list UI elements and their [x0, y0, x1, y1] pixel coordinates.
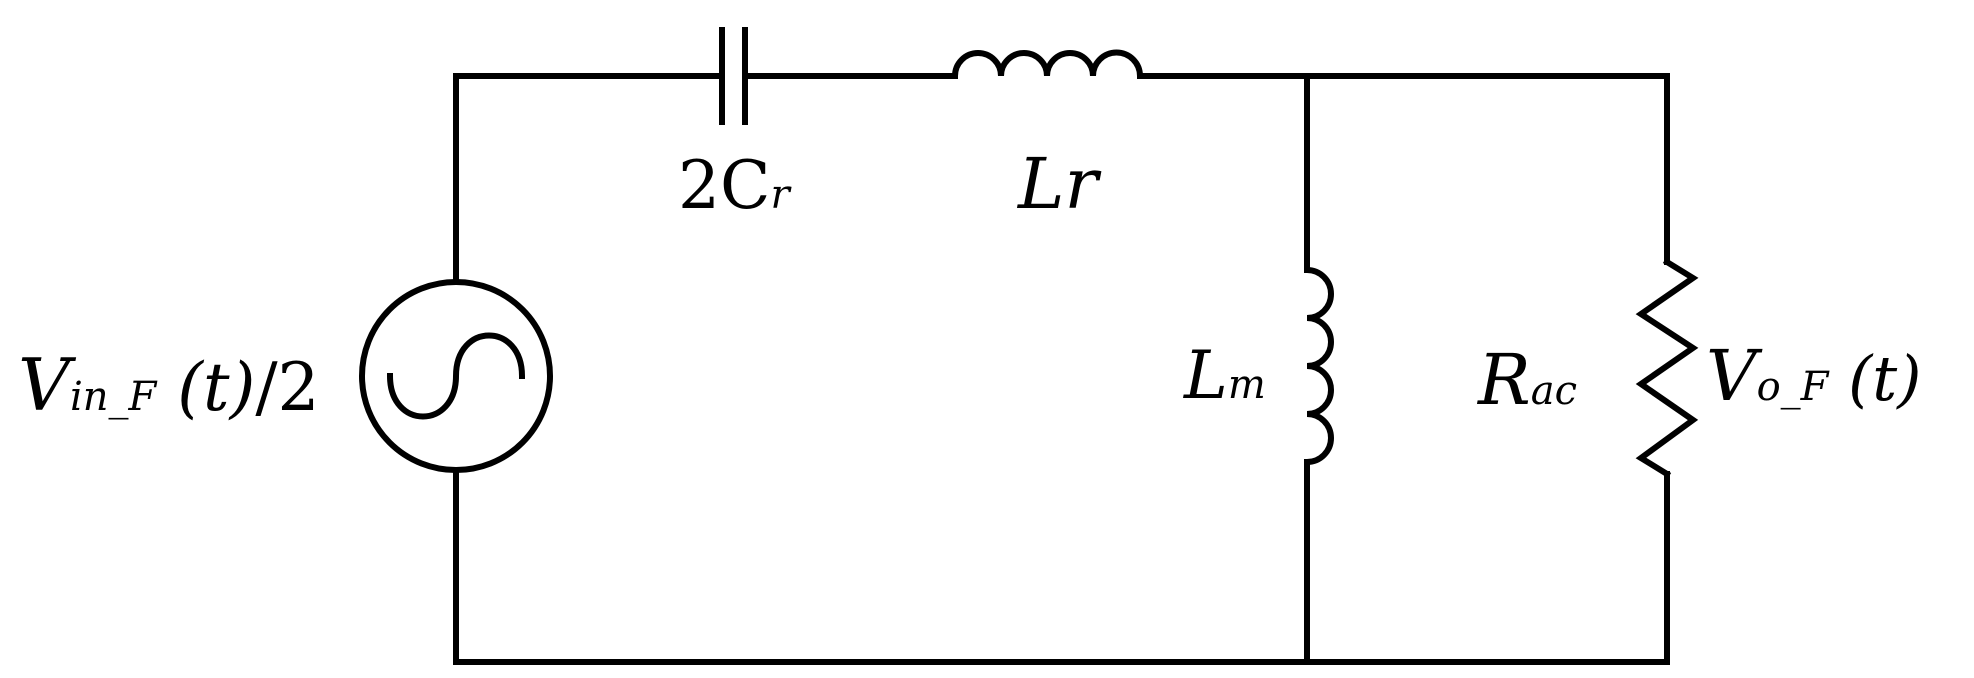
capacitor-symbol: [719, 27, 748, 125]
load-resistor-symbol: [1635, 257, 1699, 479]
source-label: Vin_F (t)/2: [18, 343, 320, 427]
output-voltage-label: Vo_F (t): [1706, 335, 1921, 417]
magnetizing-inductor-symbol: [1303, 266, 1334, 466]
magnetizing-inductor-label: Lm: [1183, 337, 1266, 414]
capacitor-label: 2Cr: [678, 147, 793, 224]
ac-source-symbol: [359, 279, 553, 473]
series-inductor-symbol: [951, 49, 1144, 80]
load-resistor-label: Rac: [1476, 339, 1577, 421]
sine-wave-icon: [386, 332, 526, 420]
series-inductor-label: Lr: [1016, 143, 1101, 225]
